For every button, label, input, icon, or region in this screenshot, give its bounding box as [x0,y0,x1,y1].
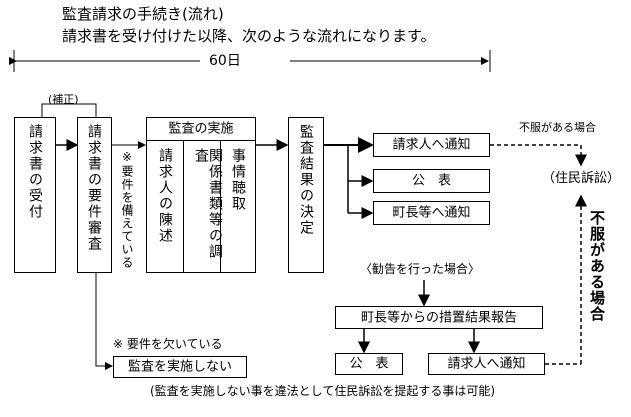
requirements-missing-label: ※ 要件を欠いている [113,337,223,351]
arrow-review-noaudit [95,272,113,370]
review-box: 請求書の要件審査 [77,117,112,273]
measures-report-box: 町長等からの措置結果報告 [335,306,543,329]
receipt-box: 請求書の受付 [14,117,56,273]
audit-box: 監査の実施 請求人の陳述 関係書類等の調査 事情聴取 [146,117,256,273]
timeline-arrow [9,50,491,72]
publish-box: 公 表 [373,169,490,193]
audit-hearing-label: 事情聴取 [230,148,246,212]
audit-divider-1 [183,140,184,272]
decision-box: 監査結果の決定 [288,117,324,273]
notify-claimant2-box: 請求人へ通知 [428,353,545,375]
publish2-label: 公 表 [349,356,389,372]
no-audit-label: 監査を実施しない [127,359,232,375]
notify-claimant-box: 請求人へ通知 [373,133,490,157]
notify-claimant-label: 請求人へ通知 [392,137,471,153]
receipt-label: 請求書の受付 [27,124,43,220]
notify-mayor-label: 町長等へ通知 [392,205,471,221]
decision-label: 監査結果の決定 [298,124,314,236]
measures-report-label: 町長等からの措置結果報告 [360,310,517,325]
recommendation-label: 〈勧告を行った場合〉 [360,262,481,276]
correction-bracket [38,103,97,124]
requirements-met-label: ※要件を備えている [120,150,134,269]
correction-label: (補正) [48,93,79,106]
audit-documents-label: 関係書類等の調査 [193,148,223,260]
no-audit-box: 監査を実施しない [113,356,247,378]
objection-vertical-label: 不服がある場合 [588,210,606,322]
timeline-label: 60日 [209,53,241,69]
objection-label: 不服がある場合 [519,121,596,134]
publish-label: 公 表 [411,173,451,189]
page-title: 監査請求の手続き(流れ) [62,5,224,23]
review-label: 請求書の要件審査 [86,124,102,252]
lawsuit-label: （住民訴訟） [542,171,621,186]
audit-header-label: 監査の実施 [168,121,234,137]
page-subtitle: 請求書を受け付けた以降、次のような流れになります。 [62,27,436,45]
audit-header: 監査の実施 [147,118,255,141]
footnote: (監査を実施しない事を違法として住民訴訟を提起する事は可能) [150,384,496,398]
notify-mayor-box: 町長等へ通知 [373,201,490,225]
audit-statement-label: 請求人の陳述 [157,148,173,244]
notify-claimant2-label: 請求人へ通知 [447,356,526,372]
publish2-box: 公 表 [335,353,403,375]
audit-divider-2 [220,140,221,272]
